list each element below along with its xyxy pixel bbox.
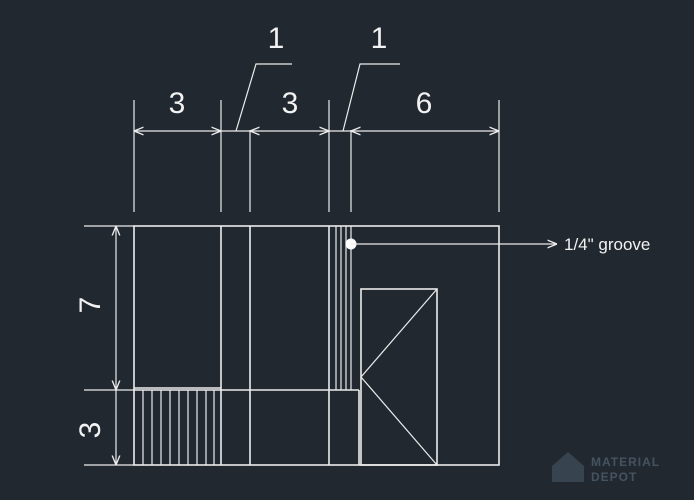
- dim-top-6: 6: [416, 87, 433, 120]
- watermark: MATERIAL DEPOT: [552, 452, 660, 484]
- dim-top-3b: 3: [282, 87, 299, 120]
- dim-left-3: 3: [74, 422, 107, 439]
- object-outline: [133, 225, 500, 466]
- dim-left-7: 7: [74, 297, 107, 314]
- groove-label: 1/4" groove: [564, 235, 650, 254]
- flap-panel: [360, 288, 438, 466]
- groove-leader: [345, 238, 557, 250]
- watermark-line2: DEPOT: [591, 470, 637, 484]
- dim-top-1a: 1: [268, 22, 285, 55]
- left-dimension: [84, 225, 134, 466]
- hatched-panel: [142, 390, 215, 465]
- groove-lines: [335, 226, 352, 390]
- house-icon: [552, 452, 584, 482]
- dim-top-3a: 3: [169, 87, 186, 120]
- watermark-line1: MATERIAL: [591, 455, 660, 469]
- top-dimension-line: [134, 63, 499, 131]
- top-extension-lines: [133, 100, 500, 212]
- dim-top-1b: 1: [371, 22, 388, 55]
